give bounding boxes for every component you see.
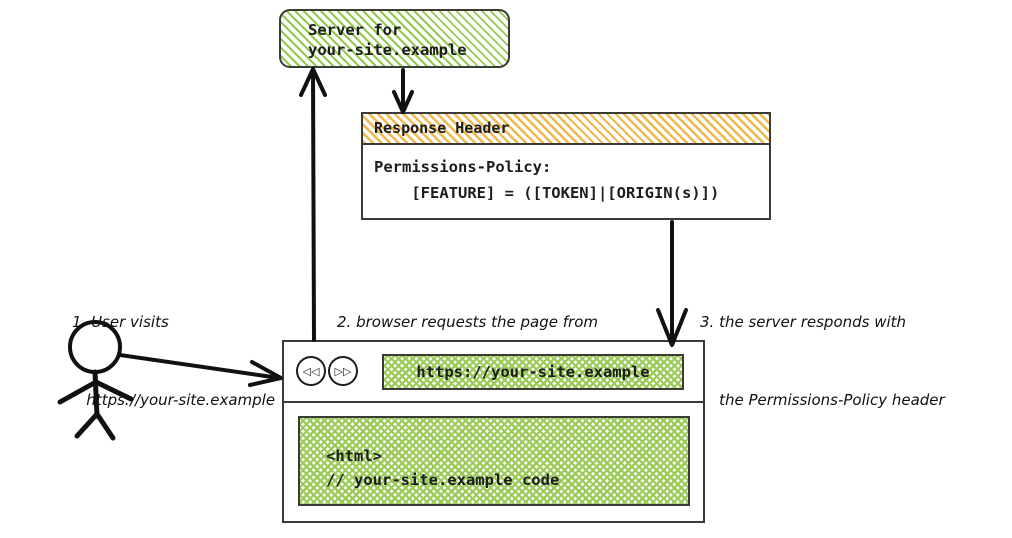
response-header-to-browser-arrow — [656, 220, 688, 347]
browser-to-server-arrow — [299, 67, 327, 342]
page-viewport: <html> // your-site.example code — [298, 416, 690, 506]
server-node: Server for your-site.example — [279, 9, 510, 68]
page-code-line2: // your-site.example code — [326, 471, 560, 489]
back-arrow-icon[interactable]: ◁◁ — [296, 356, 326, 386]
annotation-step-2-line1: 2. browser requests the page from — [337, 313, 598, 331]
annotation-step-1: 1. User visits https://your-site.example — [72, 257, 275, 465]
annotation-step-3-line2: the Permissions-Policy header — [700, 391, 945, 409]
annotation-step-1-line1: 1. User visits — [72, 313, 169, 331]
page-code-line1: <html> — [326, 447, 382, 465]
annotation-step-3: 3. the server responds with the Permissi… — [700, 257, 945, 465]
url-address-bar[interactable]: https://your-site.example — [382, 354, 684, 390]
response-header-card: Response Header Permissions-Policy: [FEA… — [361, 112, 771, 220]
annotation-step-3-line1: 3. the server responds with — [700, 313, 907, 331]
server-label-line2: your-site.example — [308, 41, 467, 59]
browser-window: ◁◁ ▷▷ https://your-site.example <html> /… — [282, 340, 705, 523]
browser-toolbar: ◁◁ ▷▷ https://your-site.example — [284, 342, 703, 403]
response-header-title: Response Header — [374, 119, 510, 137]
response-header-line1: Permissions-Policy: — [374, 158, 552, 176]
server-to-response-header-arrow — [392, 68, 414, 114]
response-header-line2: [FEATURE] = ([TOKEN]|[ORIGIN(s)]) — [374, 184, 720, 202]
response-header-titlebar: Response Header — [363, 114, 769, 145]
forward-arrow-icon[interactable]: ▷▷ — [328, 356, 358, 386]
url-text: https://your-site.example — [416, 363, 650, 381]
server-label-line1: Server for — [308, 21, 402, 39]
annotation-step-1-line2: https://your-site.example — [72, 391, 276, 409]
